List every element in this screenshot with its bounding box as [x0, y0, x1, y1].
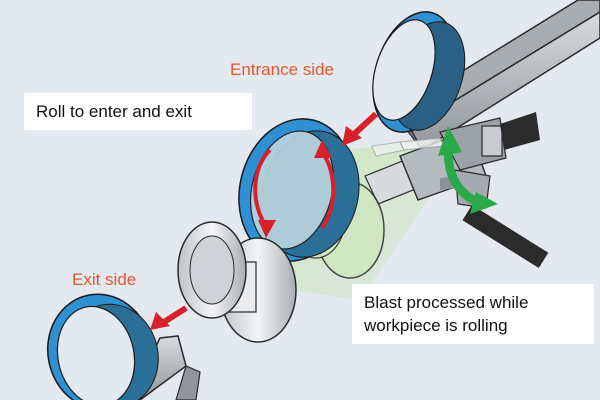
exit-side-label: Exit side	[72, 270, 137, 289]
workpiece-rotation-arrows	[253, 140, 336, 238]
blast-callout-line-2: workpiece is rolling	[364, 316, 508, 335]
entrance-travel-arrow	[342, 111, 379, 146]
blast-callout-line-1: Blast processed while	[364, 293, 529, 312]
entrance-side-label: Entrance side	[230, 60, 334, 79]
exit-rollers	[177, 221, 297, 343]
exit-travel-arrow	[150, 305, 188, 330]
blast-callout: Blast processed while workpiece is rolli…	[352, 284, 594, 344]
exiting-workpiece-ring	[46, 293, 159, 400]
roll-callout: Roll to enter and exit	[24, 93, 252, 130]
entering-workpiece-ring	[372, 11, 466, 133]
roll-callout-text: Roll to enter and exit	[36, 102, 192, 121]
nozzle-rotation-arrow	[438, 126, 498, 214]
